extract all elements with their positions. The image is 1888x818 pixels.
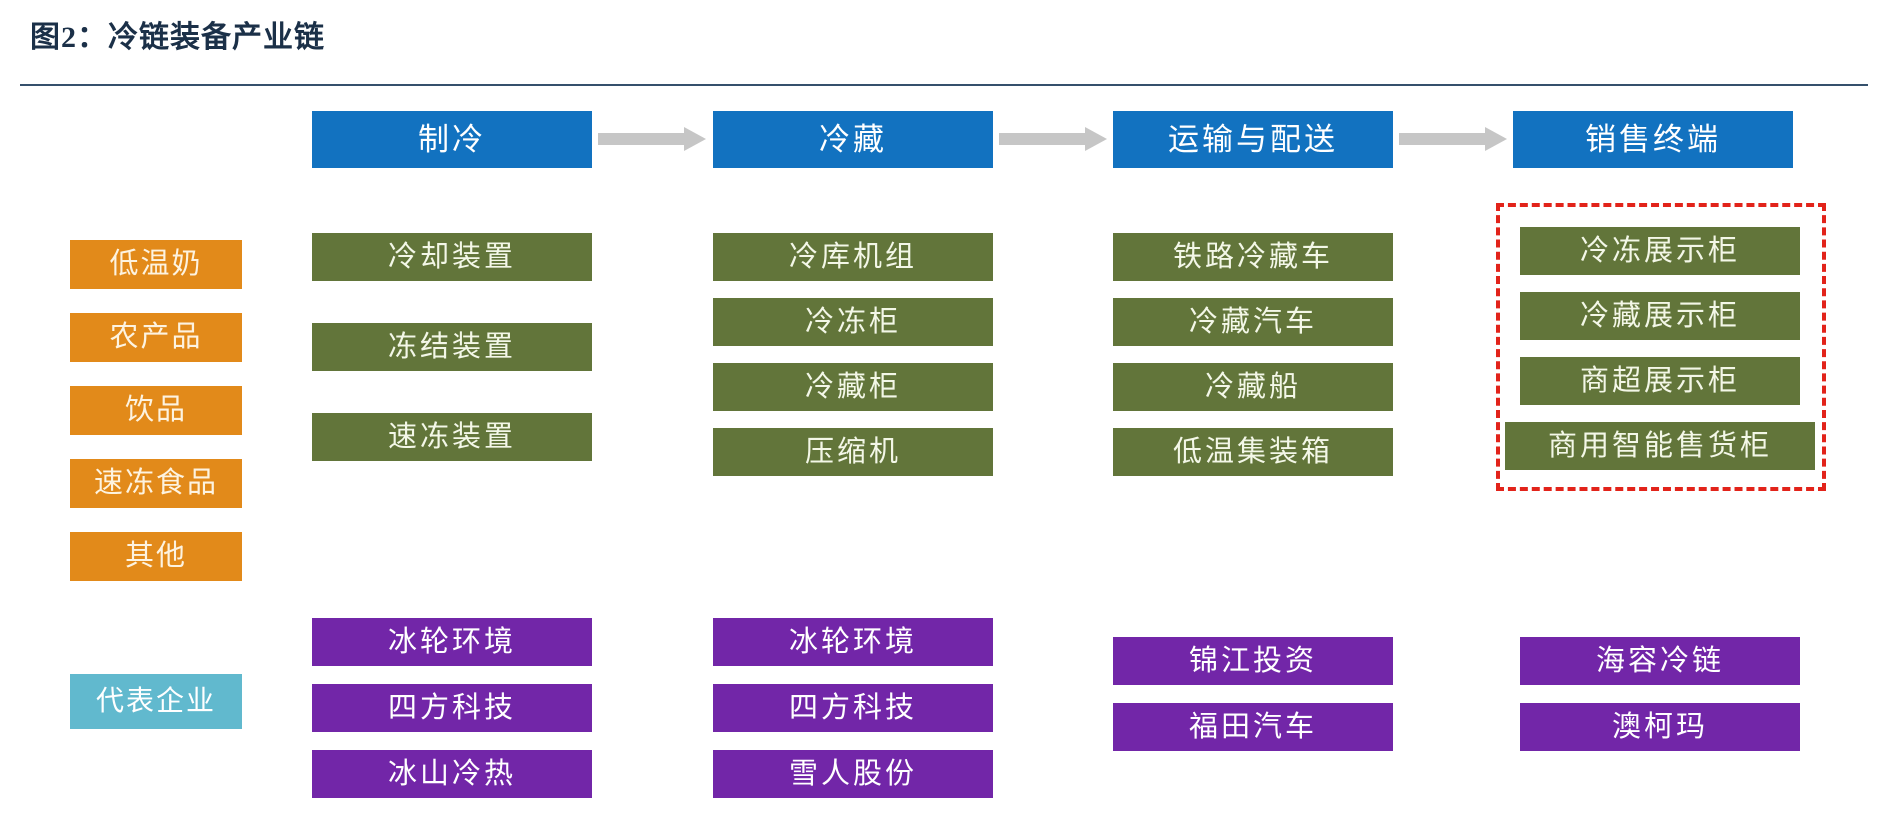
equipment-refrigerated-truck[interactable]: 冷藏汽车 — [1113, 298, 1393, 346]
equipment-cooling-device[interactable]: 冷却装置 — [312, 233, 592, 281]
title-divider — [20, 84, 1868, 86]
equipment-freezer-cabinet[interactable]: 冷冻柜 — [713, 298, 993, 346]
arrow-refrigeration-to-coldstorage — [598, 127, 706, 151]
company-sifang-tech-coldstorage[interactable]: 四方科技 — [713, 684, 993, 732]
equipment-supermarket-display-cabinet[interactable]: 商超展示柜 — [1520, 357, 1800, 405]
equipment-compressor[interactable]: 压缩机 — [713, 428, 993, 476]
stage-header-refrigeration[interactable]: 制冷 — [312, 111, 592, 168]
equipment-rail-refrigerated-car[interactable]: 铁路冷藏车 — [1113, 233, 1393, 281]
company-aucma[interactable]: 澳柯玛 — [1520, 703, 1800, 751]
equipment-cold-store-unit[interactable]: 冷库机组 — [713, 233, 993, 281]
equipment-refrigerated-display-cabinet[interactable]: 冷藏展示柜 — [1520, 292, 1800, 340]
equipment-freezer-display-cabinet[interactable]: 冷冻展示柜 — [1520, 227, 1800, 275]
equipment-refrigerated-cabinet[interactable]: 冷藏柜 — [713, 363, 993, 411]
company-hairong-cold-chain[interactable]: 海容冷链 — [1520, 637, 1800, 685]
company-bingshan-refrigeration[interactable]: 冰山冷热 — [312, 750, 592, 798]
page-title: 图2：冷链装备产业链 — [30, 21, 325, 54]
company-snowman-coldstorage[interactable]: 雪人股份 — [713, 750, 993, 798]
equipment-smart-vending-cabinet[interactable]: 商用智能售货柜 — [1505, 422, 1815, 470]
equipment-low-temp-container[interactable]: 低温集装箱 — [1113, 428, 1393, 476]
product-item-beverage[interactable]: 饮品 — [70, 386, 242, 435]
product-item-frozen-food[interactable]: 速冻食品 — [70, 459, 242, 508]
product-item-other[interactable]: 其他 — [70, 532, 242, 581]
stage-header-retail[interactable]: 销售终端 — [1513, 111, 1793, 168]
company-sifang-tech-refrigeration[interactable]: 四方科技 — [312, 684, 592, 732]
equipment-quick-freeze-device[interactable]: 速冻装置 — [312, 413, 592, 461]
equipment-refrigerated-ship[interactable]: 冷藏船 — [1113, 363, 1393, 411]
stage-header-cold-storage[interactable]: 冷藏 — [713, 111, 993, 168]
product-item-agricultural[interactable]: 农产品 — [70, 313, 242, 362]
company-binglun-environment-refrigeration[interactable]: 冰轮环境 — [312, 618, 592, 666]
company-jinjiang-investment[interactable]: 锦江投资 — [1113, 637, 1393, 685]
stage-header-transport[interactable]: 运输与配送 — [1113, 111, 1393, 168]
arrow-coldstorage-to-transport — [999, 127, 1107, 151]
row-label-representative-companies[interactable]: 代表企业 — [70, 674, 242, 729]
retail-terminal-highlight-frame — [1496, 203, 1826, 491]
equipment-freezing-device[interactable]: 冻结装置 — [312, 323, 592, 371]
product-item-low-temp-milk[interactable]: 低温奶 — [70, 240, 242, 289]
company-foton-motor[interactable]: 福田汽车 — [1113, 703, 1393, 751]
arrow-transport-to-retail — [1399, 127, 1507, 151]
company-binglun-environment-coldstorage[interactable]: 冰轮环境 — [713, 618, 993, 666]
